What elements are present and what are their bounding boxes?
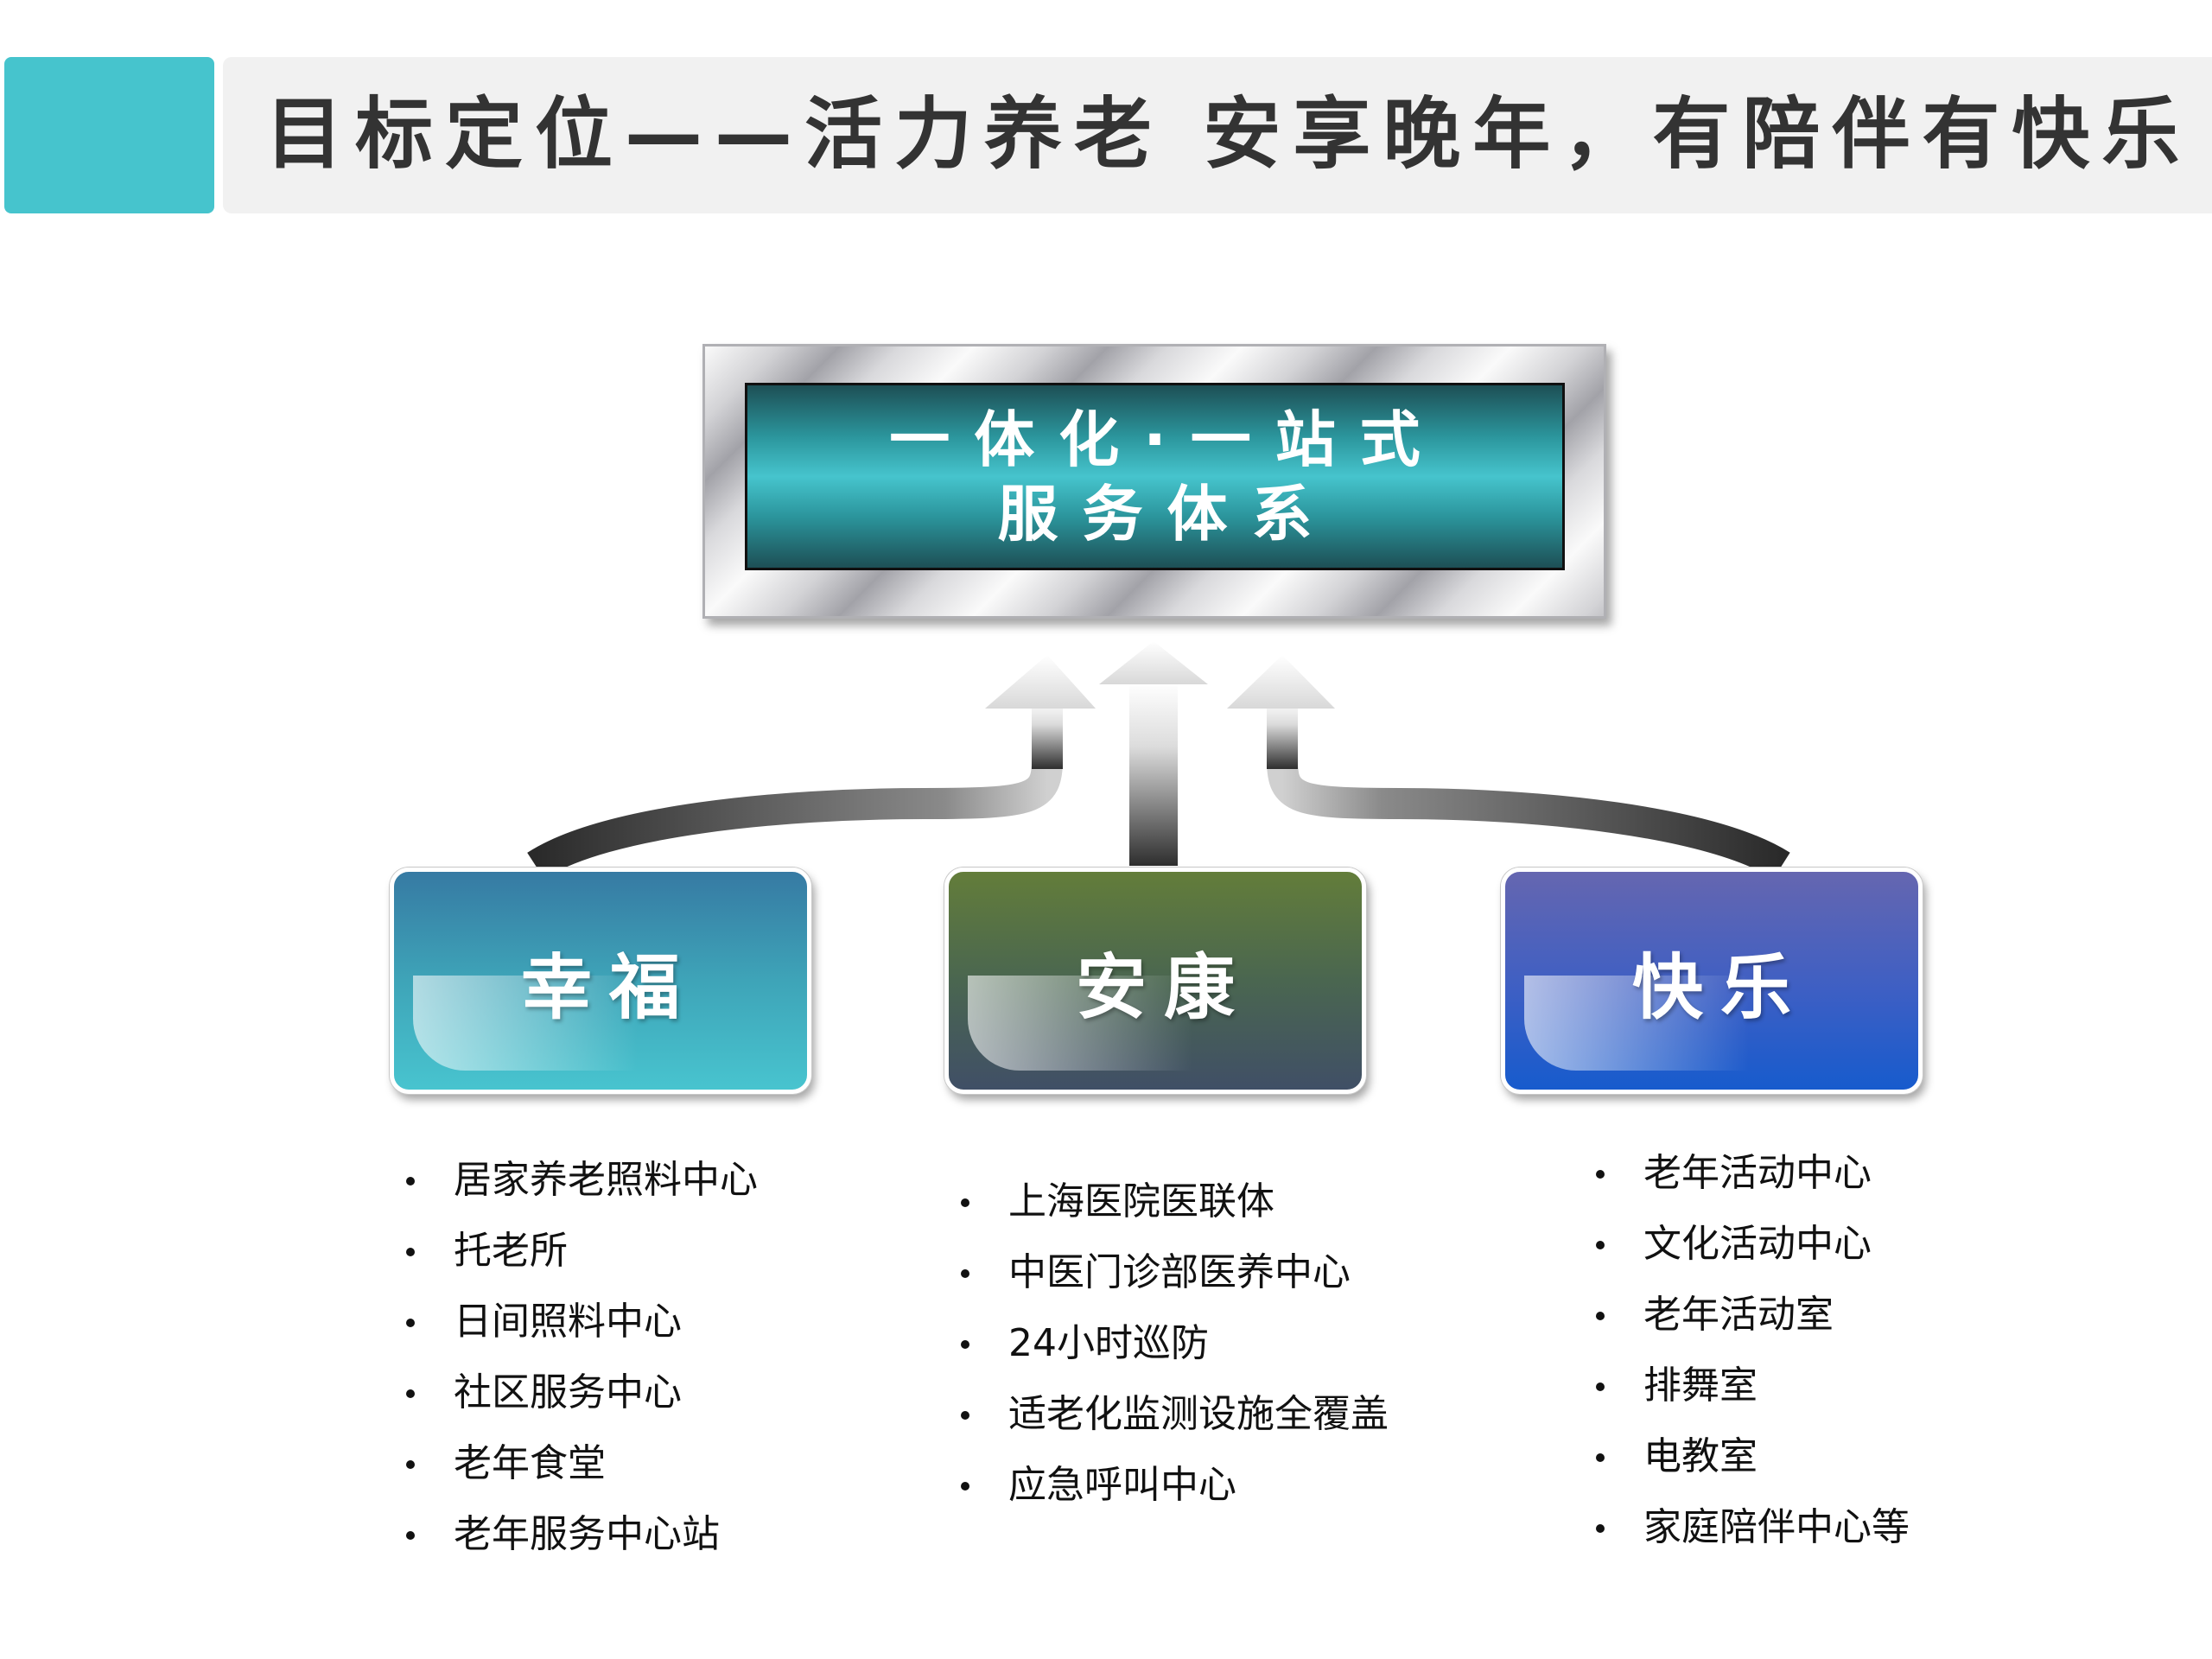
arrow-right-shaft (1267, 700, 1298, 769)
happiness-item-list: 居家养老照料中心 托老所 日间照料中心 社区服务中心 老年食堂 老年服务中心站 (406, 1145, 758, 1570)
core-title-line-2: 服务体系 (997, 478, 1337, 550)
pillar-label-joy: 快乐 (1631, 946, 1808, 1029)
page-title: 目标定位——活力养老 安享晚年，有陪伴有快乐 (265, 89, 2192, 180)
arrow-middle-head (1099, 641, 1208, 684)
pillar-label-health: 安康 (1075, 946, 1252, 1029)
list-item: 托老所 (406, 1216, 758, 1287)
list-item: 社区服务中心 (406, 1357, 758, 1428)
core-title-line-1: 一体化·一站式 (889, 404, 1445, 475)
arrow-left-curve (527, 700, 1063, 880)
health-item-list: 上海医院医联体 中医门诊部医养中心 24小时巡防 适老化监测设施全覆盖 应急呼叫… (961, 1166, 1389, 1521)
pillar-gloss (1524, 976, 1749, 1071)
list-item: 排舞室 (1596, 1351, 1910, 1421)
list-item: 老年服务中心站 (406, 1499, 758, 1570)
list-item: 日间照料中心 (406, 1287, 758, 1357)
list-item: 老年食堂 (406, 1428, 758, 1499)
arrow-right-head (1227, 655, 1335, 709)
pillar-label-happiness: 幸福 (520, 946, 697, 1029)
list-item: 上海医院医联体 (961, 1166, 1389, 1237)
list-item: 适老化监测设施全覆盖 (961, 1379, 1389, 1450)
arrow-left-shaft (1032, 700, 1063, 769)
arrow-middle-shaft (1129, 683, 1178, 866)
list-item: 应急呼叫中心 (961, 1450, 1389, 1521)
list-item: 电教室 (1596, 1421, 1910, 1492)
pillar-gloss (413, 976, 638, 1071)
list-item: 老年活动室 (1596, 1280, 1910, 1351)
arrow-right-curve (1267, 700, 1790, 880)
pillar-box-happiness: 幸福 (390, 868, 811, 1094)
list-item: 文化活动中心 (1596, 1209, 1910, 1280)
arrow-left-head (985, 655, 1096, 709)
list-item: 24小时巡防 (961, 1308, 1389, 1379)
pillar-gloss (968, 976, 1192, 1071)
pillar-box-joy: 快乐 (1501, 868, 1923, 1094)
title-accent-block (4, 57, 214, 213)
list-item: 居家养老照料中心 (406, 1145, 758, 1216)
joy-item-list: 老年活动中心 文化活动中心 老年活动室 排舞室 电教室 家庭陪伴中心等 (1596, 1138, 1910, 1563)
core-box: 一体化·一站式 服务体系 (745, 383, 1565, 570)
core-frame: 一体化·一站式 服务体系 (702, 344, 1606, 619)
list-item: 老年活动中心 (1596, 1138, 1910, 1209)
pillar-box-health: 安康 (944, 868, 1366, 1094)
list-item: 家庭陪伴中心等 (1596, 1492, 1910, 1563)
title-bar (223, 57, 2212, 213)
list-item: 中医门诊部医养中心 (961, 1237, 1389, 1308)
